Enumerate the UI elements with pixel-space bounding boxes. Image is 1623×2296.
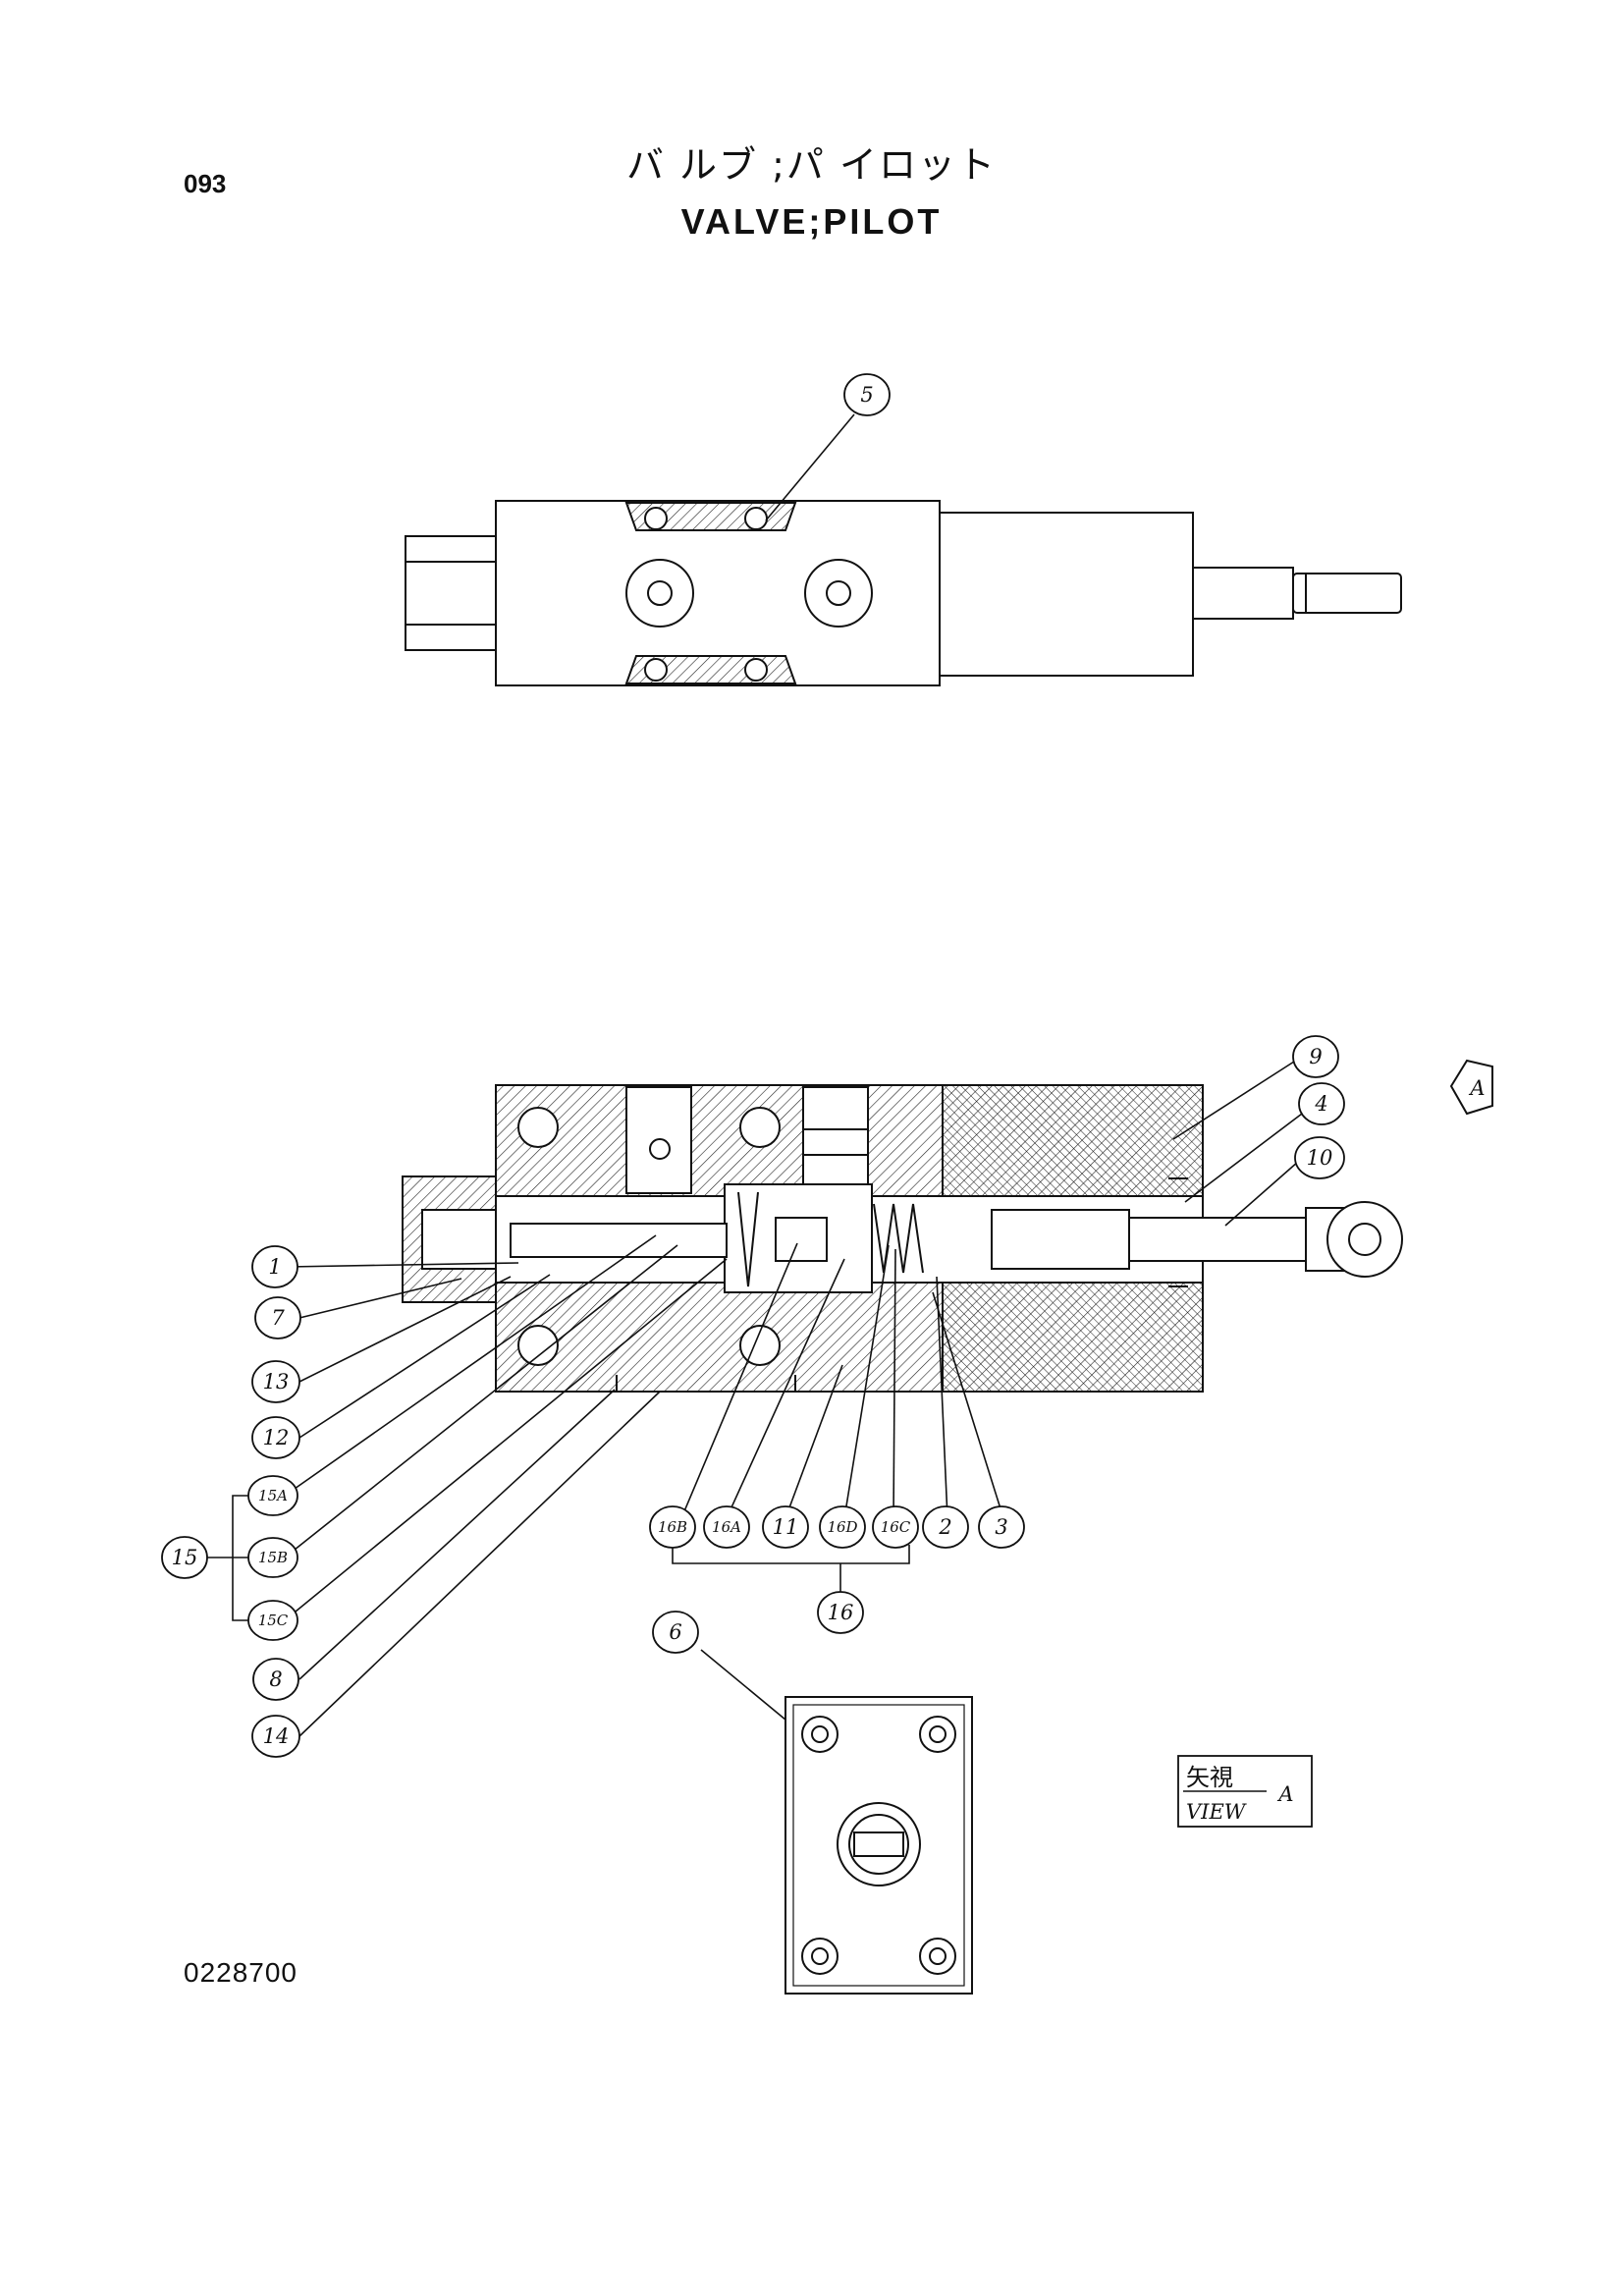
callouts xyxy=(161,373,1345,1758)
callout-5 xyxy=(843,373,891,416)
callout-label-11: 11 xyxy=(773,1515,799,1539)
callout-7 xyxy=(254,1296,301,1339)
callout-label-16b: 16B xyxy=(658,1518,687,1536)
callout-label-16c: 16C xyxy=(881,1518,911,1536)
callout-label-15c: 15C xyxy=(258,1612,289,1629)
callout-11 xyxy=(762,1505,809,1549)
callout-8 xyxy=(252,1658,299,1701)
callout-16d xyxy=(819,1505,866,1549)
callout-label-7: 7 xyxy=(271,1306,285,1330)
callout-label-16a: 16A xyxy=(712,1518,741,1536)
callout-label-8: 8 xyxy=(269,1667,282,1691)
callout-label-4: 4 xyxy=(1314,1092,1327,1116)
callout-label-10: 10 xyxy=(1307,1146,1333,1170)
top-view xyxy=(405,500,1402,686)
callout-label-16: 16 xyxy=(828,1601,854,1624)
callout-2 xyxy=(922,1505,969,1549)
callout-label-5: 5 xyxy=(860,383,873,407)
callout-12 xyxy=(251,1416,300,1459)
callout-labels: 5 9 4 10 1 7 13 12 15A 15B 15C 15 8 14 1… xyxy=(172,383,1333,1748)
callout-label-16d: 16D xyxy=(827,1518,857,1536)
callout-16 xyxy=(817,1591,864,1634)
view-a-label: 矢視 VIEW A xyxy=(1177,1755,1313,1828)
callout-15c xyxy=(247,1600,298,1641)
callout-label-9: 9 xyxy=(1309,1045,1322,1068)
callout-label-13: 13 xyxy=(263,1370,290,1394)
callout-15a xyxy=(247,1475,298,1516)
callout-10 xyxy=(1294,1136,1345,1179)
callout-13 xyxy=(251,1360,300,1403)
callout-1 xyxy=(251,1245,298,1288)
callout-16b xyxy=(649,1505,696,1549)
callout-label-15: 15 xyxy=(172,1546,198,1569)
view-label-english: VIEW xyxy=(1186,1800,1248,1824)
view-label-japanese: 矢視 xyxy=(1186,1764,1233,1791)
callout-6 xyxy=(652,1611,699,1654)
callout-label-3: 3 xyxy=(995,1515,1007,1539)
view-a-plate xyxy=(784,1696,973,1995)
drawing-number: 0228700 xyxy=(184,1957,298,1988)
callout-label-2: 2 xyxy=(938,1515,951,1539)
section-view xyxy=(402,1084,1403,1393)
callout-4 xyxy=(1298,1082,1345,1125)
callout-label-6: 6 xyxy=(669,1620,681,1644)
callout-16c xyxy=(872,1505,919,1549)
callout-14 xyxy=(251,1715,300,1758)
callout-label-12: 12 xyxy=(263,1426,290,1449)
callout-15 xyxy=(161,1536,208,1579)
view-arrow-label: A xyxy=(1468,1076,1485,1100)
callout-16a xyxy=(703,1505,750,1549)
callout-label-14: 14 xyxy=(263,1724,290,1748)
title-english: VALVE;PILOT xyxy=(680,201,943,242)
callout-label-15a: 15A xyxy=(258,1487,288,1504)
leader-lines xyxy=(203,413,1311,1737)
callout-15b xyxy=(247,1537,298,1578)
title-japanese: バ ルブ ;パ イロット xyxy=(625,143,998,187)
callout-9 xyxy=(1292,1035,1339,1078)
page-number: 093 xyxy=(184,169,227,198)
callout-label-1: 1 xyxy=(268,1255,281,1279)
view-a-arrow: A xyxy=(1449,1059,1493,1116)
view-label-letter: A xyxy=(1276,1782,1293,1806)
callout-3 xyxy=(978,1505,1025,1549)
callout-label-15b: 15B xyxy=(258,1549,288,1566)
